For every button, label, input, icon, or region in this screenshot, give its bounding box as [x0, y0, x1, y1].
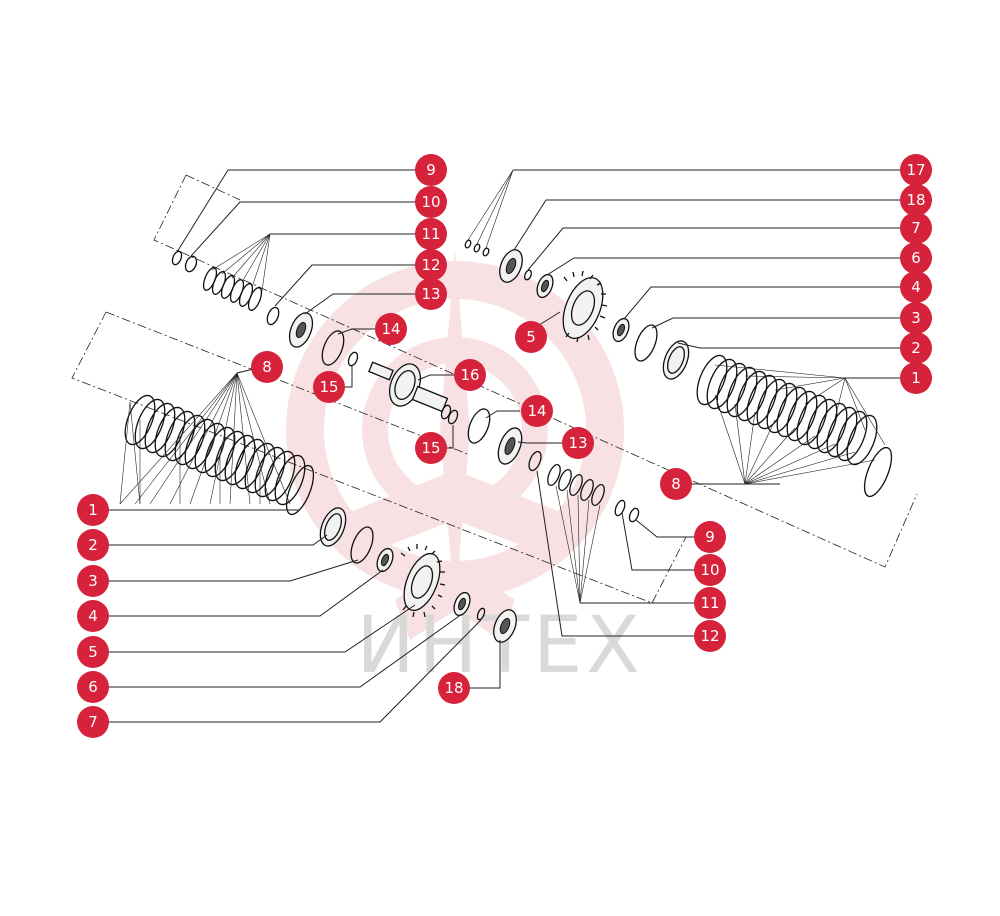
svg-text:10: 10 — [700, 561, 719, 579]
spring-pack-right — [696, 354, 893, 498]
callout-13-upper: 13 — [415, 278, 447, 310]
svg-text:4: 4 — [88, 607, 98, 625]
svg-text:8: 8 — [671, 475, 681, 493]
spring-pack-left — [124, 394, 315, 516]
svg-text:1: 1 — [88, 501, 98, 519]
callout-1-right: 1 — [900, 362, 932, 394]
svg-text:6: 6 — [911, 249, 921, 267]
svg-text:15: 15 — [319, 378, 338, 396]
callout-18-lower: 18 — [438, 672, 470, 704]
callout-17: 17 — [900, 154, 932, 186]
callout-18-upper: 18 — [900, 184, 932, 216]
callout-5-right: 5 — [515, 321, 547, 353]
callout-1-left: 1 — [77, 494, 109, 526]
callout-13-center: 13 — [562, 427, 594, 459]
svg-text:1: 1 — [911, 369, 921, 387]
callout-6-right: 6 — [900, 242, 932, 274]
callout-12-lower: 12 — [694, 620, 726, 652]
svg-text:13: 13 — [421, 285, 440, 303]
callout-8-right: 8 — [660, 468, 692, 500]
svg-text:5: 5 — [88, 643, 98, 661]
callout-14-upper: 14 — [375, 313, 407, 345]
svg-text:14: 14 — [527, 402, 546, 420]
lower-part-chain — [319, 507, 517, 643]
callout-7-left: 7 — [77, 706, 109, 738]
svg-text:4: 4 — [911, 278, 921, 296]
svg-text:15: 15 — [421, 439, 440, 457]
callout-2-right: 2 — [900, 332, 932, 364]
upper-left-parts — [171, 250, 359, 367]
svg-text:7: 7 — [88, 713, 98, 731]
callout-5-left: 5 — [77, 636, 109, 668]
svg-text:18: 18 — [906, 191, 925, 209]
svg-text:2: 2 — [911, 339, 921, 357]
callout-9-upper: 9 — [415, 154, 447, 186]
callout-8-left: 8 — [251, 351, 283, 383]
svg-text:3: 3 — [911, 309, 921, 327]
svg-text:6: 6 — [88, 678, 98, 696]
svg-text:17: 17 — [906, 161, 925, 179]
svg-text:12: 12 — [421, 256, 440, 274]
callout-11-lower: 11 — [694, 587, 726, 619]
callout-16: 16 — [454, 359, 486, 391]
center-shaft — [368, 361, 459, 425]
leader-lines — [108, 169, 900, 723]
callout-4-right: 4 — [900, 271, 932, 303]
svg-text:10: 10 — [421, 193, 440, 211]
callout-4-left: 4 — [77, 600, 109, 632]
callout-12-upper: 12 — [415, 249, 447, 281]
center-right-parts — [467, 408, 640, 523]
svg-text:11: 11 — [421, 225, 440, 243]
svg-text:7: 7 — [911, 219, 921, 237]
callout-9-lower: 9 — [694, 521, 726, 553]
svg-text:5: 5 — [526, 328, 536, 346]
watermark-text: ИНТЕХ — [356, 601, 643, 691]
intech-logo-watermark — [286, 250, 624, 640]
svg-text:11: 11 — [700, 594, 719, 612]
callout-14-center: 14 — [521, 395, 553, 427]
gear-upper — [562, 270, 608, 343]
upper-right-chain — [464, 239, 690, 380]
svg-text:13: 13 — [568, 434, 587, 452]
svg-text:8: 8 — [262, 358, 272, 376]
svg-text:18: 18 — [444, 679, 463, 697]
callout-6-left: 6 — [77, 671, 109, 703]
callout-15-center: 15 — [415, 432, 447, 464]
svg-text:3: 3 — [88, 572, 98, 590]
callouts-right: 17 18 7 6 4 3 2 1 5 8 14 15 13 9 10 11 1… — [415, 154, 932, 652]
callout-3-right: 3 — [900, 302, 932, 334]
gear-lower — [400, 544, 446, 618]
svg-text:16: 16 — [460, 366, 479, 384]
callout-10-lower: 10 — [694, 554, 726, 586]
callout-15-upper: 15 — [313, 371, 345, 403]
svg-text:2: 2 — [88, 536, 98, 554]
svg-text:9: 9 — [426, 161, 436, 179]
callout-2-left: 2 — [77, 529, 109, 561]
callout-10-upper: 10 — [415, 186, 447, 218]
callout-11-upper: 11 — [415, 218, 447, 250]
svg-text:9: 9 — [705, 528, 715, 546]
callouts-left: 1 2 3 4 5 6 7 8 9 10 11 12 13 14 15 16 1… — [77, 154, 486, 738]
svg-text:12: 12 — [700, 627, 719, 645]
svg-text:14: 14 — [381, 320, 400, 338]
callout-3-left: 3 — [77, 565, 109, 597]
callout-7-right: 7 — [900, 212, 932, 244]
upper-assembly-frame — [153, 174, 918, 568]
